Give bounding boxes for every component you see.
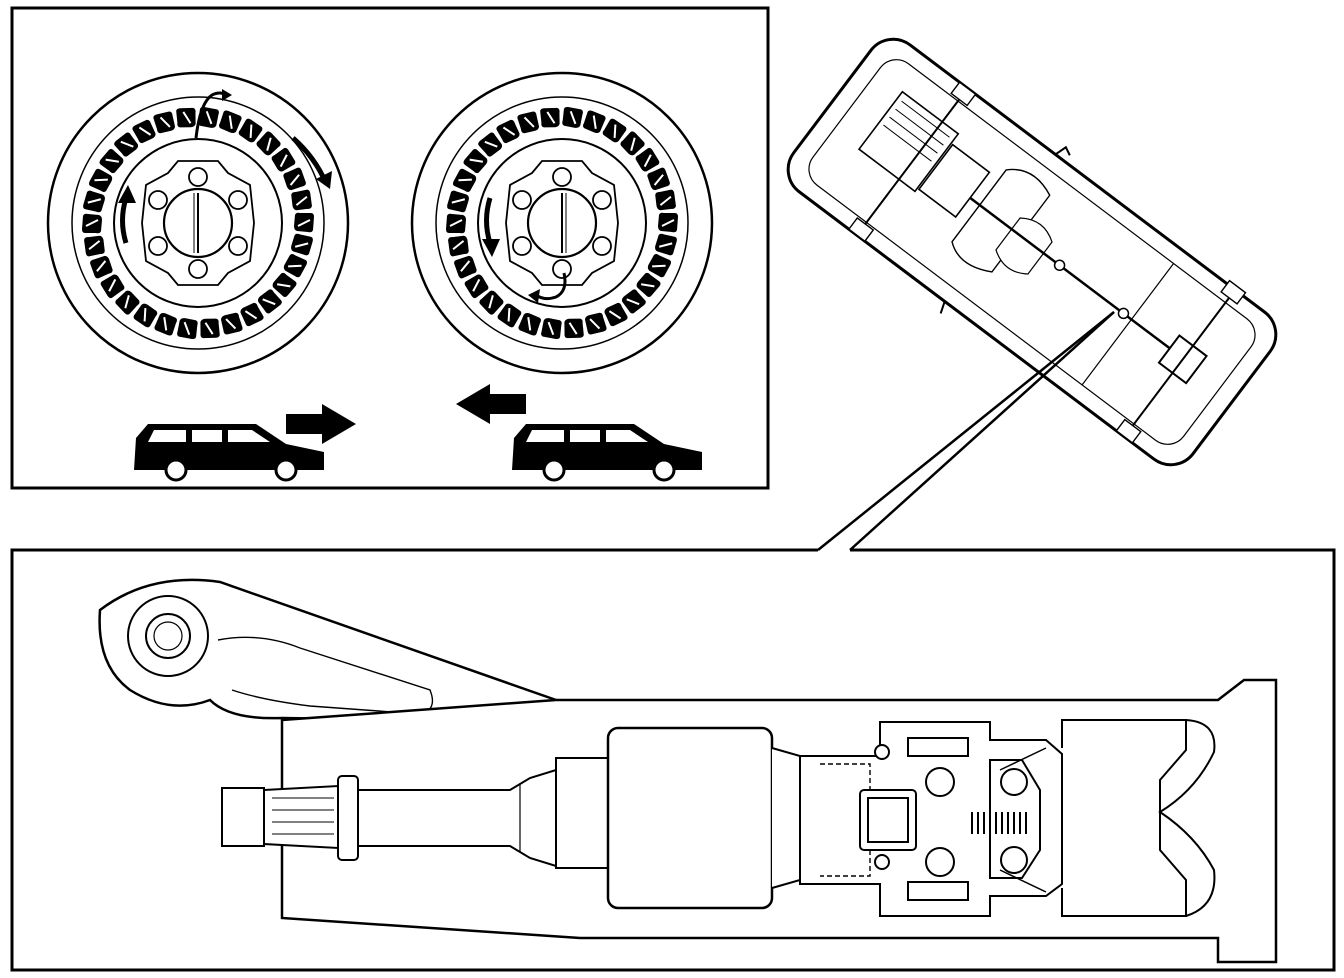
- clutch-springs: [971, 812, 1027, 834]
- wheel-right: [410, 71, 714, 375]
- cutaway-frame: [10, 548, 1336, 972]
- tread-lug: [445, 212, 467, 235]
- pinion-gear-lower: [925, 847, 955, 877]
- differential-section: [799, 721, 1063, 917]
- tread-lug: [539, 316, 564, 341]
- engine: [857, 90, 991, 219]
- tread-lug: [197, 316, 222, 341]
- trailing-arm: [98, 578, 558, 724]
- wheel-bolts: [148, 167, 248, 279]
- right-arrow-icon: [286, 404, 356, 444]
- tread-lug: [174, 105, 199, 130]
- tread-lug: [560, 105, 585, 130]
- tread-lug: [81, 212, 103, 235]
- pinion-gear-upper: [925, 767, 955, 797]
- left-arrow-icon: [456, 384, 526, 424]
- wheel-left: [46, 71, 350, 375]
- callout-lines: [817, 311, 1115, 551]
- car-silhouette-left: [134, 424, 324, 482]
- wheel-rotation-panel: [10, 6, 770, 490]
- tread-lug: [293, 211, 315, 234]
- cv-joint: [555, 726, 801, 910]
- output-shaft: [221, 768, 557, 868]
- tread-lug: [657, 211, 679, 234]
- hub-flange-section: [1158, 719, 1216, 917]
- vehicle-overview: [786, 37, 1278, 467]
- cv-joint-housing: [606, 726, 774, 910]
- drive-shaft: [969, 196, 1189, 363]
- drivetrain-cutaway: [10, 548, 1336, 972]
- car-silhouette-right: [512, 424, 702, 482]
- tread-lug: [561, 316, 586, 341]
- wheel-bolts: [512, 167, 612, 279]
- panel-frame: [10, 6, 770, 490]
- ring-gear-lower: [1000, 846, 1028, 874]
- ring-gear-upper: [1000, 768, 1028, 796]
- tread-lug: [175, 316, 200, 341]
- torque-arrow-icon: [535, 272, 567, 301]
- tread-lug: [538, 105, 563, 130]
